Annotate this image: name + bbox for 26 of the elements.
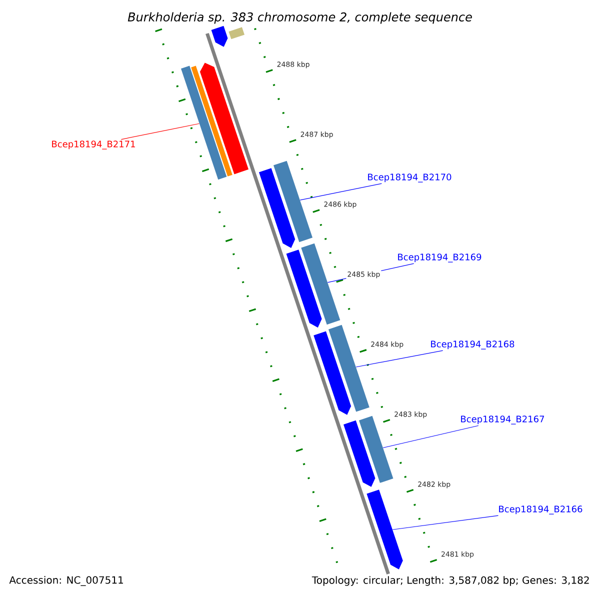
summary-label: Topology: circular; Length: 3,587,082 bp; Genes: 3,182 <box>310 575 591 587</box>
gene-bar <box>301 243 340 325</box>
gene-label: Bcep18194_B2171 <box>52 140 135 150</box>
gene-block <box>258 168 296 248</box>
gene-bar <box>358 416 394 483</box>
gene-block <box>286 250 322 328</box>
gene-label: Bcep18194_B2169 <box>398 254 482 262</box>
gene-block <box>211 26 228 47</box>
gene-bar <box>328 324 370 412</box>
gene-bar <box>228 27 244 40</box>
leader-line <box>392 515 499 530</box>
leader-line <box>300 183 382 200</box>
gene-block <box>314 331 352 415</box>
gene-bar <box>274 160 312 242</box>
gene-block <box>366 490 403 570</box>
gene-bar <box>191 66 232 176</box>
gene-block <box>200 62 249 174</box>
gene-label: Bcep18194_B2166 <box>499 506 582 514</box>
gene-block <box>344 420 376 487</box>
gene-label: Bcep18194_B2170 <box>368 174 452 182</box>
title: Burkholderia sp. 383 chromosome 2, complete sequence <box>126 11 474 25</box>
gene-label: Bcep18194_B2167 <box>461 416 544 424</box>
leader-line <box>356 350 444 368</box>
gene-label: Bcep18194_B2168 <box>431 340 514 350</box>
accession-label: Accession: NC_007511 <box>8 575 125 587</box>
gene-bar <box>180 66 227 180</box>
